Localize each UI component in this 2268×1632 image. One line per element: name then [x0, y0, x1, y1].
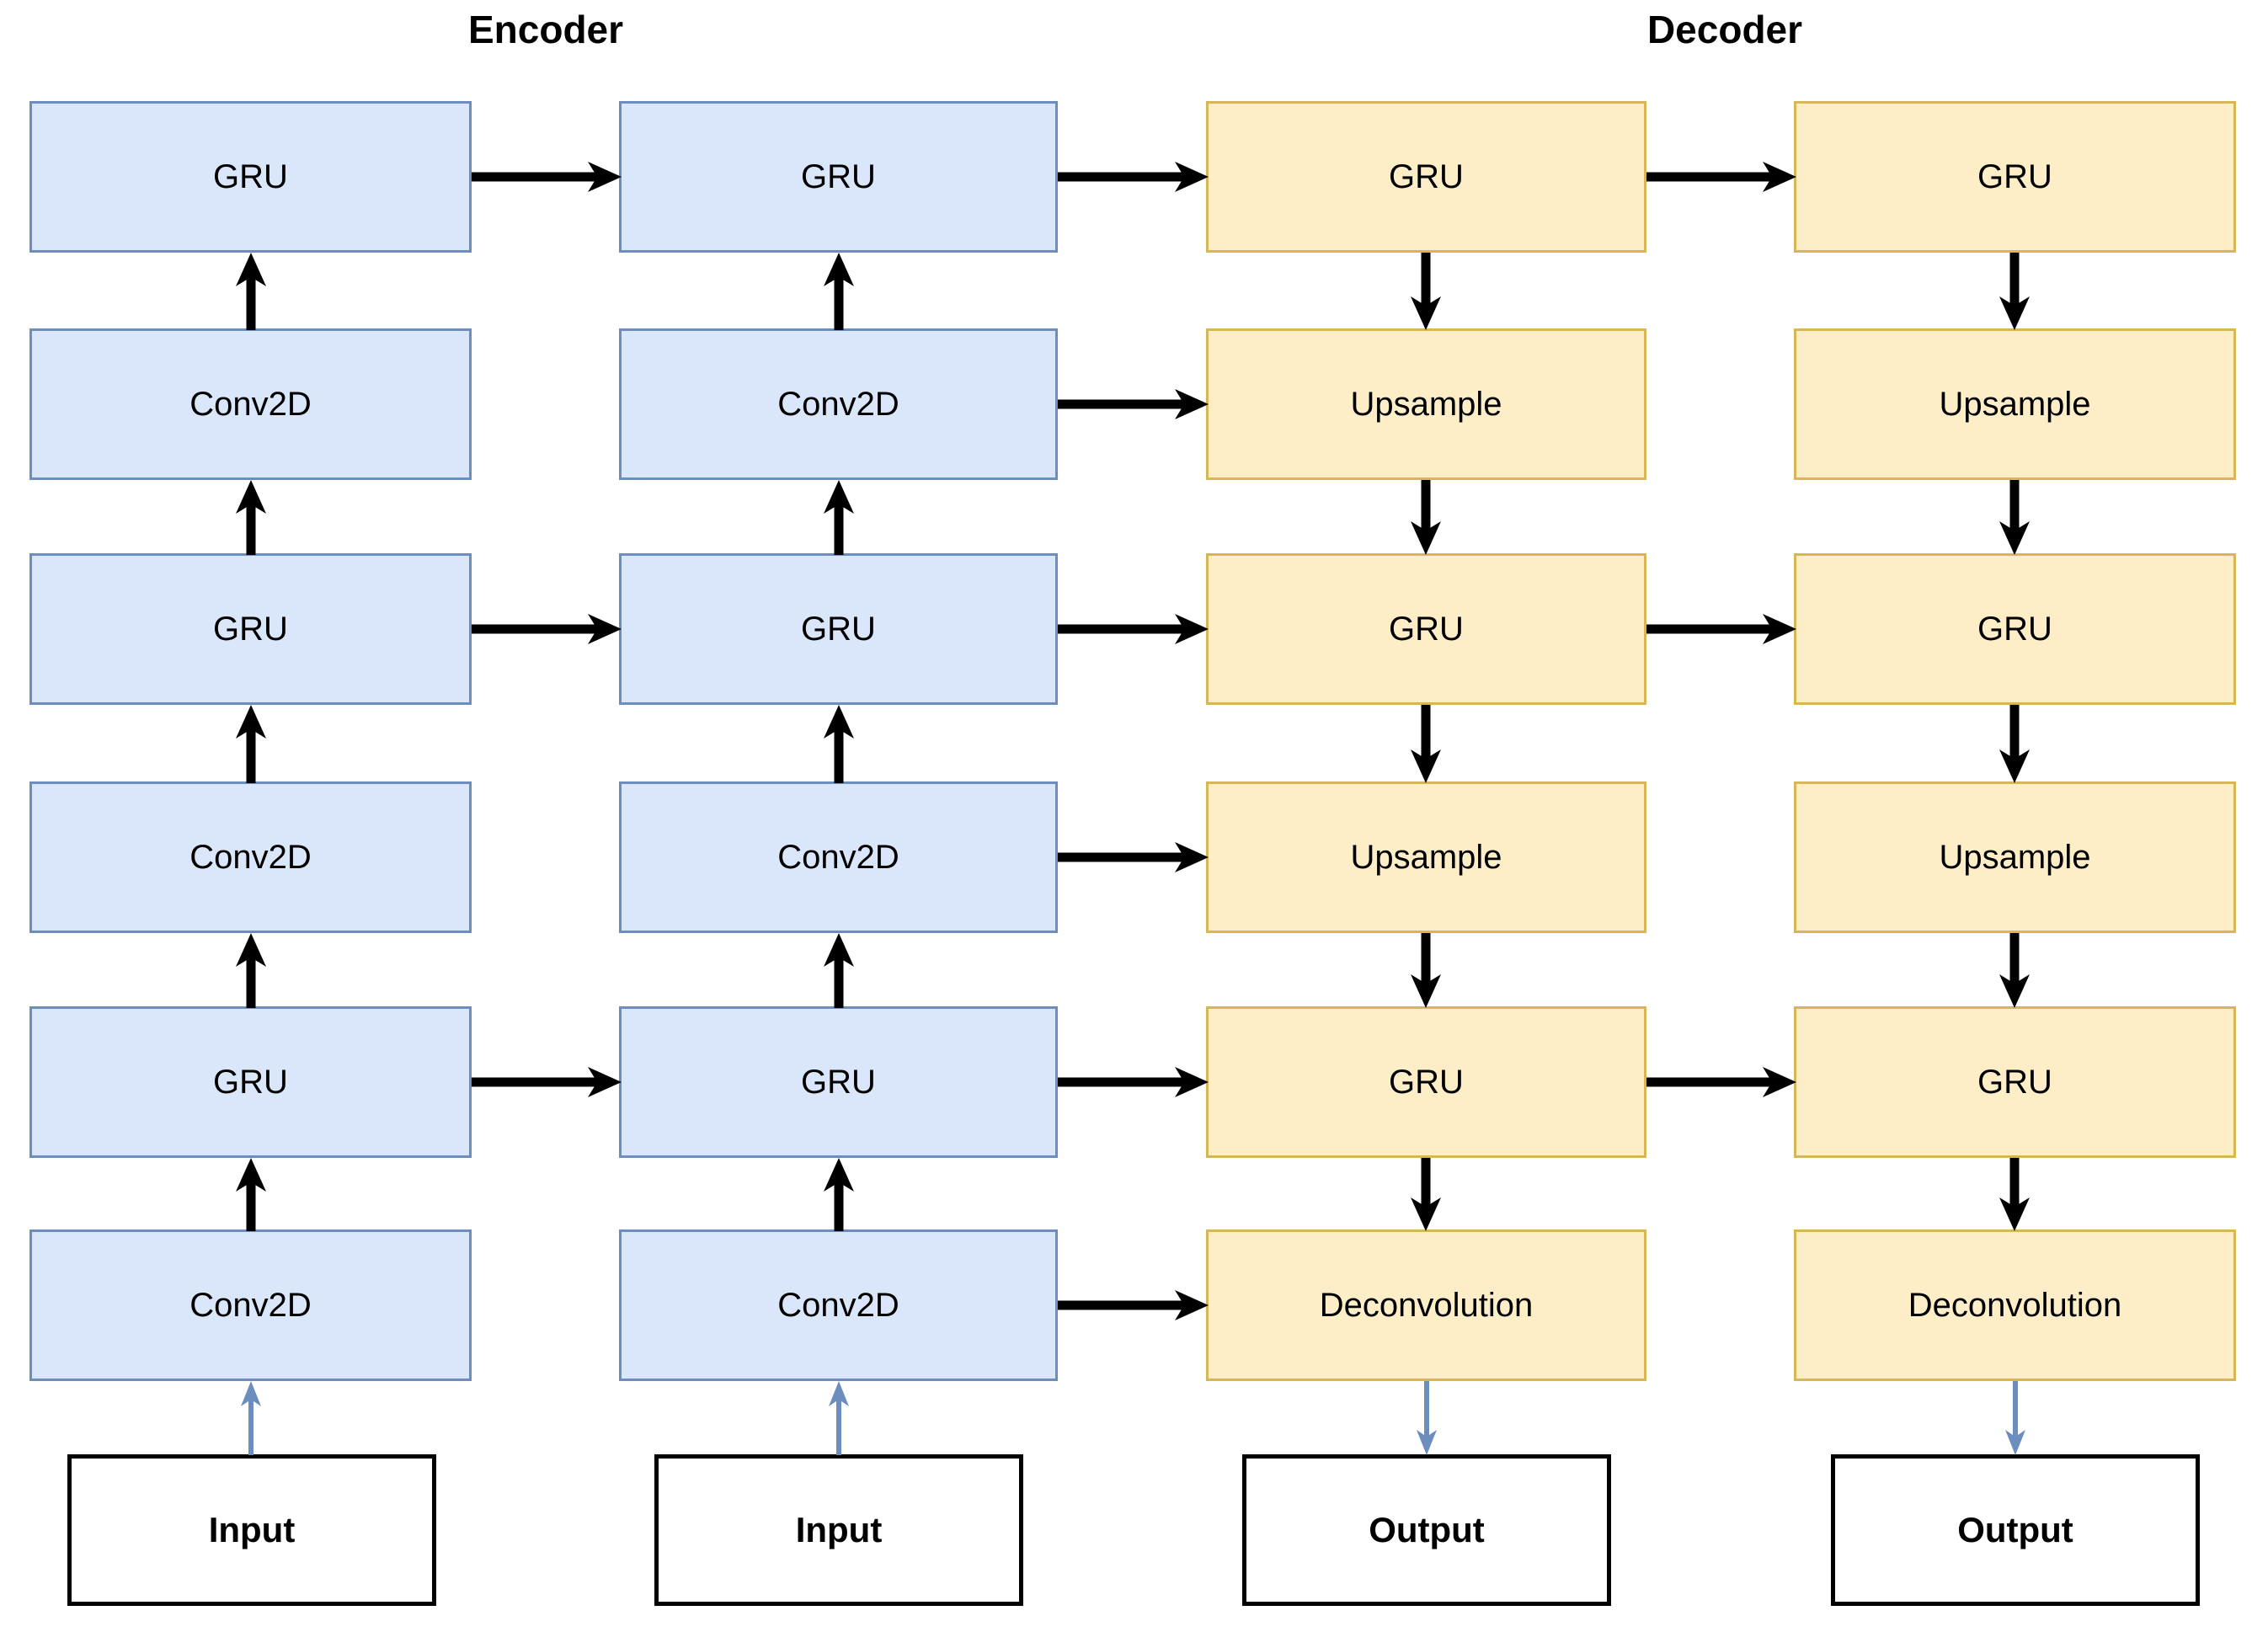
arrow-right-r3-c1-to-c2 — [472, 612, 622, 646]
encoder-column-2-node-6-conv2d[interactable]: Conv2D — [619, 1229, 1058, 1381]
arrow-right-r3-c3-to-c4 — [1646, 612, 1796, 646]
arrow-down-c3-r5-to-r6 — [1409, 1158, 1443, 1231]
arrow-down-c4-r3-to-r4 — [1998, 705, 2031, 783]
encoder-column-1-node-2-conv2d[interactable]: Conv2D — [29, 328, 472, 480]
decoder-column-1-node-5-gru[interactable]: GRU — [1206, 1006, 1646, 1158]
arrow-right-r1-c3-to-c4 — [1646, 160, 1796, 194]
encoder-section-title: Encoder — [467, 8, 624, 51]
encoder-column-1-node-3-gru[interactable]: GRU — [29, 553, 472, 705]
arrow-right-r5-c2-to-c3 — [1058, 1065, 1209, 1099]
arrow-deconvolution-to-output-c4 — [2003, 1381, 2028, 1455]
arrow-down-c4-r2-to-r3 — [1998, 480, 2031, 555]
encoder-column-1-node-1-gru[interactable]: GRU — [29, 101, 472, 253]
arrow-up-c1-r4-to-r3 — [234, 705, 268, 783]
encoder-column-2-node-5-gru[interactable]: GRU — [619, 1006, 1058, 1158]
arrow-down-c4-r1-to-r2 — [1998, 253, 2031, 330]
arrow-up-c2-r6-to-r5 — [822, 1158, 856, 1231]
decoder-column-2-node-6-deconvolution[interactable]: Deconvolution — [1794, 1229, 2236, 1381]
arrow-up-c1-r2-to-r1 — [234, 253, 268, 330]
decoder-column-2-node-2-upsample[interactable]: Upsample — [1794, 328, 2236, 480]
arrow-down-c3-r4-to-r5 — [1409, 933, 1443, 1008]
arrow-right-r5-c3-to-c4 — [1646, 1065, 1796, 1099]
arrow-up-c1-r5-to-r4 — [234, 933, 268, 1008]
encoder-column-2-node-1-gru[interactable]: GRU — [619, 101, 1058, 253]
decoder-column-1-node-1-gru[interactable]: GRU — [1206, 101, 1646, 253]
decoder-column-2-node-1-gru[interactable]: GRU — [1794, 101, 2236, 253]
arrow-right-r5-c1-to-c2 — [472, 1065, 622, 1099]
arrow-right-r4-c2-to-c3 — [1058, 840, 1209, 874]
arrow-up-c1-r6-to-r5 — [234, 1158, 268, 1231]
arrow-down-c4-r5-to-r6 — [1998, 1158, 2031, 1231]
decoder-column-1-node-4-upsample[interactable]: Upsample — [1206, 781, 1646, 933]
encoder-column-2-node-4-conv2d[interactable]: Conv2D — [619, 781, 1058, 933]
arrow-input-to-conv2d-c2 — [826, 1381, 851, 1455]
arrow-up-c1-r3-to-r2 — [234, 480, 268, 555]
decoder-column-2-node-3-gru[interactable]: GRU — [1794, 553, 2236, 705]
arrow-down-c4-r4-to-r5 — [1998, 933, 2031, 1008]
arrow-deconvolution-to-output-c3 — [1414, 1381, 1439, 1455]
arrow-down-c3-r2-to-r3 — [1409, 480, 1443, 555]
encoder-column-1-input-box[interactable]: Input — [67, 1454, 436, 1606]
encoder-column-2-node-2-conv2d[interactable]: Conv2D — [619, 328, 1058, 480]
arrow-up-c2-r2-to-r1 — [822, 253, 856, 330]
arrow-right-r1-c1-to-c2 — [472, 160, 622, 194]
encoder-column-1-node-4-conv2d[interactable]: Conv2D — [29, 781, 472, 933]
decoder-column-2-node-4-upsample[interactable]: Upsample — [1794, 781, 2236, 933]
decoder-column-1-node-3-gru[interactable]: GRU — [1206, 553, 1646, 705]
arrow-right-r3-c2-to-c3 — [1058, 612, 1209, 646]
encoder-column-1-node-5-gru[interactable]: GRU — [29, 1006, 472, 1158]
arrow-right-r2-c2-to-c3 — [1058, 387, 1209, 421]
arrow-up-c2-r4-to-r3 — [822, 705, 856, 783]
decoder-column-1-node-2-upsample[interactable]: Upsample — [1206, 328, 1646, 480]
arrow-right-r6-c2-to-c3 — [1058, 1288, 1209, 1322]
decoder-column-2-output-box[interactable]: Output — [1831, 1454, 2200, 1606]
encoder-column-2-input-box[interactable]: Input — [654, 1454, 1023, 1606]
arrow-down-c3-r1-to-r2 — [1409, 253, 1443, 330]
arrow-down-c3-r3-to-r4 — [1409, 705, 1443, 783]
arrow-input-to-conv2d-c1 — [238, 1381, 264, 1455]
decoder-column-2-node-5-gru[interactable]: GRU — [1794, 1006, 2236, 1158]
decoder-column-1-output-box[interactable]: Output — [1242, 1454, 1611, 1606]
encoder-column-1-node-6-conv2d[interactable]: Conv2D — [29, 1229, 472, 1381]
decoder-column-1-node-6-deconvolution[interactable]: Deconvolution — [1206, 1229, 1646, 1381]
arrow-right-r1-c2-to-c3 — [1058, 160, 1209, 194]
encoder-column-2-node-3-gru[interactable]: GRU — [619, 553, 1058, 705]
arrow-up-c2-r5-to-r4 — [822, 933, 856, 1008]
arrow-up-c2-r3-to-r2 — [822, 480, 856, 555]
decoder-section-title: Decoder — [1646, 8, 1803, 51]
